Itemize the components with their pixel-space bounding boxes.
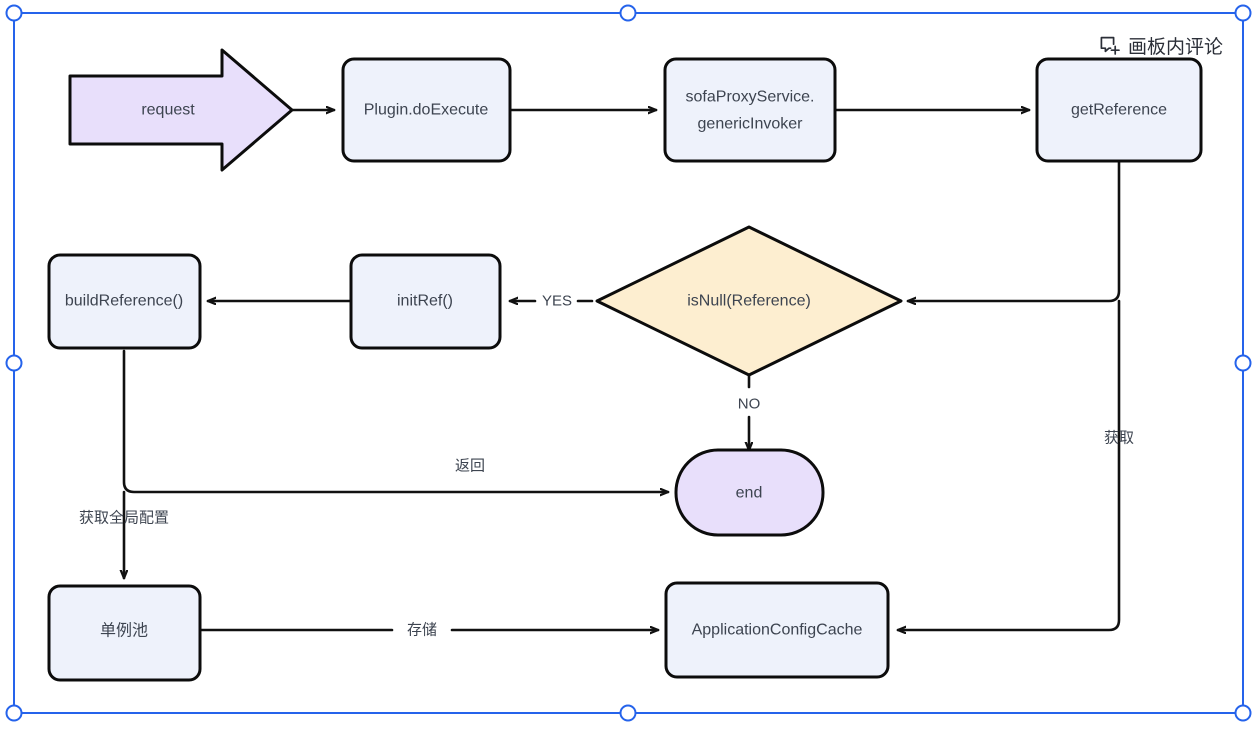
- edge-buildreference-to-end: [122, 349, 668, 492]
- node-build-reference[interactable]: buildReference(): [47, 253, 202, 350]
- edge-layer: [122, 110, 1121, 630]
- node-plugin-do-execute[interactable]: Plugin.doExecute: [341, 57, 512, 163]
- edge-label-no: NO: [738, 396, 761, 413]
- node-appconfigcache-label: ApplicationConfigCache: [692, 622, 863, 639]
- selection-frame[interactable]: [5, 4, 1252, 722]
- edge-label-return: 返回: [455, 458, 485, 475]
- node-getreference-label: getReference: [1071, 102, 1167, 119]
- edge-label-global-config: 获取全局配置: [79, 509, 169, 527]
- edge-getreference-to-appconfigcache: [898, 299, 1121, 630]
- node-end-label: end: [736, 485, 763, 502]
- appconfigcache-box: [664, 581, 890, 679]
- node-singleton-pool[interactable]: 单例池: [47, 584, 202, 682]
- selection-handle-top-center[interactable]: [619, 4, 637, 22]
- edge-label-store: 存储: [407, 622, 437, 639]
- plugin-box: [341, 57, 512, 163]
- initref-box: [349, 253, 502, 350]
- node-initref-label: initRef(): [397, 293, 453, 310]
- selection-handle-middle-left[interactable]: [5, 354, 23, 372]
- canvas-comment-label: 画板内评论: [1127, 37, 1223, 58]
- node-sofaproxy-label-line2: genericInvoker: [698, 116, 804, 133]
- node-request-label: request: [141, 102, 195, 119]
- edge-label-fetch: 获取: [1104, 430, 1134, 447]
- selection-handle-top-left[interactable]: [5, 4, 23, 22]
- node-end[interactable]: end: [674, 448, 825, 537]
- selection-handle-bottom-right[interactable]: [1234, 704, 1252, 722]
- node-isnull-label: isNull(Reference): [687, 293, 811, 310]
- node-get-reference[interactable]: getReference: [1035, 57, 1203, 163]
- sofaproxy-box: [663, 57, 837, 163]
- isnull-diamond-shape: [595, 225, 903, 377]
- node-singleton-label: 单例池: [100, 622, 148, 640]
- buildreference-box: [47, 253, 202, 350]
- selection-handle-middle-right[interactable]: [1234, 354, 1252, 372]
- selection-handle-bottom-left[interactable]: [5, 704, 23, 722]
- selection-handle-bottom-center[interactable]: [619, 704, 637, 722]
- node-buildreference-label: buildReference(): [65, 293, 183, 310]
- getreference-box: [1035, 57, 1203, 163]
- edge-label-yes: YES: [542, 293, 572, 310]
- singleton-box: [47, 584, 202, 682]
- node-init-ref[interactable]: initRef(): [349, 253, 502, 350]
- canvas-comment-tool[interactable]: 画板内评论: [1098, 32, 1223, 59]
- node-sofa-proxy-service[interactable]: sofaProxyService. genericInvoker: [663, 57, 837, 163]
- node-request[interactable]: request: [68, 48, 294, 172]
- edge-label-layer: YES NO 返回 获取全局配置 存储 获取: [79, 293, 1134, 639]
- comment-add-icon-svg: [1100, 36, 1120, 55]
- end-stadium-shape: [674, 448, 825, 537]
- selection-handle-top-right[interactable]: [1234, 4, 1252, 22]
- comment-add-icon[interactable]: [1098, 34, 1122, 58]
- node-sofaproxy-label-line1: sofaProxyService.: [686, 89, 815, 106]
- node-is-null-decision[interactable]: isNull(Reference): [595, 225, 903, 377]
- node-plugin-label: Plugin.doExecute: [364, 102, 489, 119]
- node-application-config-cache[interactable]: ApplicationConfigCache: [664, 581, 890, 679]
- request-arrow-shape: [68, 48, 294, 172]
- edge-getreference-to-isnull: [908, 155, 1121, 301]
